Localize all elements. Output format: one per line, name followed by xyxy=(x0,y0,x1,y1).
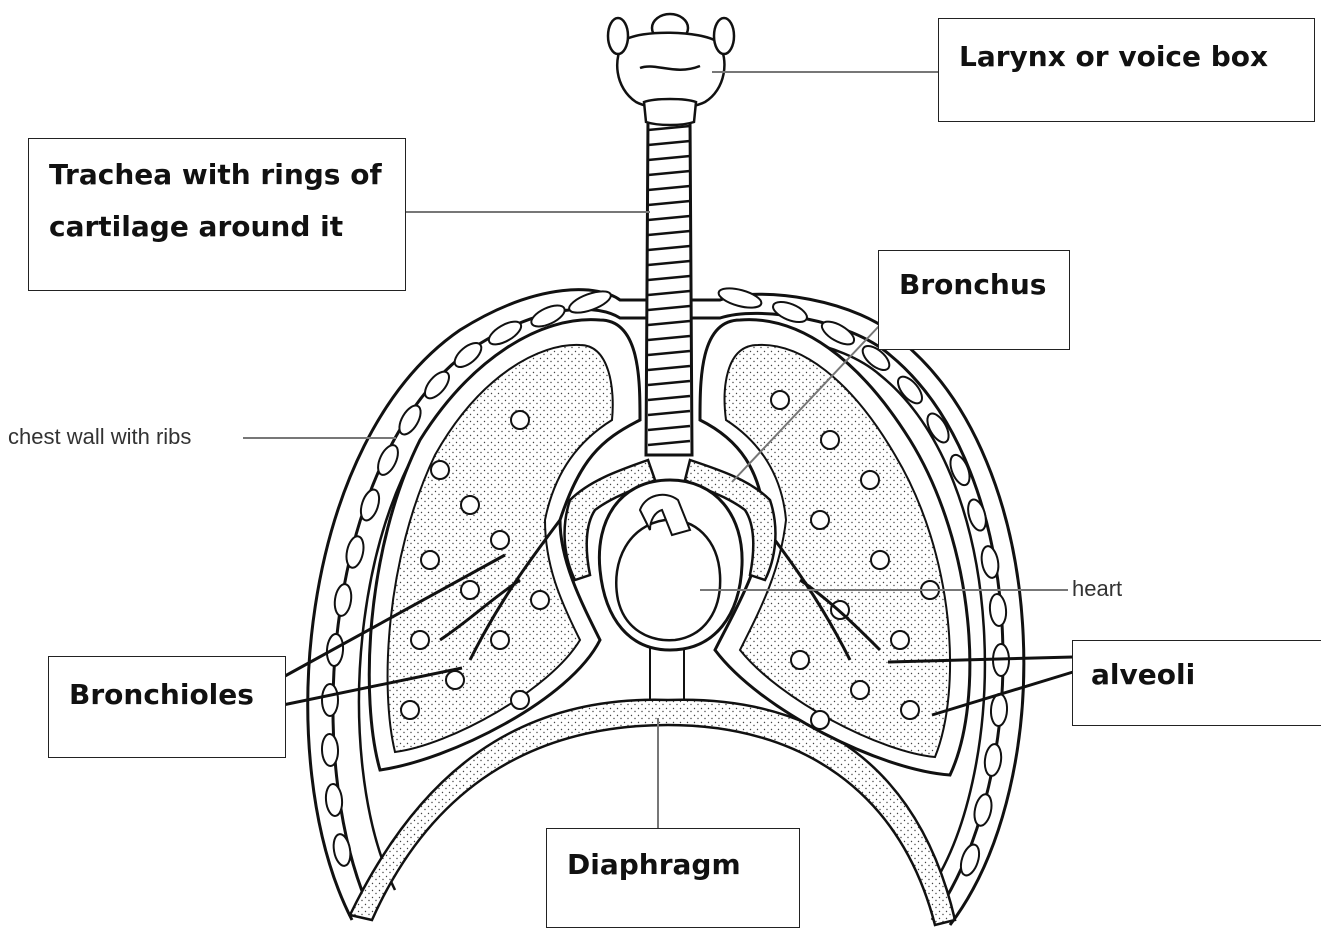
trachea-tube xyxy=(646,118,692,455)
heart-body xyxy=(616,520,720,640)
trachea-label-line1: Trachea with rings of xyxy=(49,149,382,201)
bronchioles-label-box: Bronchioles xyxy=(48,656,286,758)
trachea xyxy=(646,118,692,455)
chest-wall-label: chest wall with ribs xyxy=(8,424,191,450)
heart xyxy=(599,480,742,650)
diaphragm-label-box: Diaphragm xyxy=(546,828,800,928)
larynx xyxy=(608,14,734,125)
diaphragm-label: Diaphragm xyxy=(567,839,741,891)
alveoli-label-box: alveoli xyxy=(1072,640,1321,726)
alveoli-label: alveoli xyxy=(1091,649,1195,701)
bronchioles-label: Bronchioles xyxy=(69,669,254,721)
cricoid-cartilage xyxy=(644,99,696,125)
thyroid-cartilage xyxy=(617,33,724,108)
bronchus-label: Bronchus xyxy=(899,259,1046,311)
larynx-label: Larynx or voice box xyxy=(959,31,1268,83)
trachea-label-line2: cartilage around it xyxy=(49,201,343,253)
trachea-label-box: Trachea with rings of cartilage around i… xyxy=(28,138,406,291)
heart-label: heart xyxy=(1072,576,1122,602)
bronchus-label-box: Bronchus xyxy=(878,250,1070,350)
larynx-label-box: Larynx or voice box xyxy=(938,18,1315,122)
